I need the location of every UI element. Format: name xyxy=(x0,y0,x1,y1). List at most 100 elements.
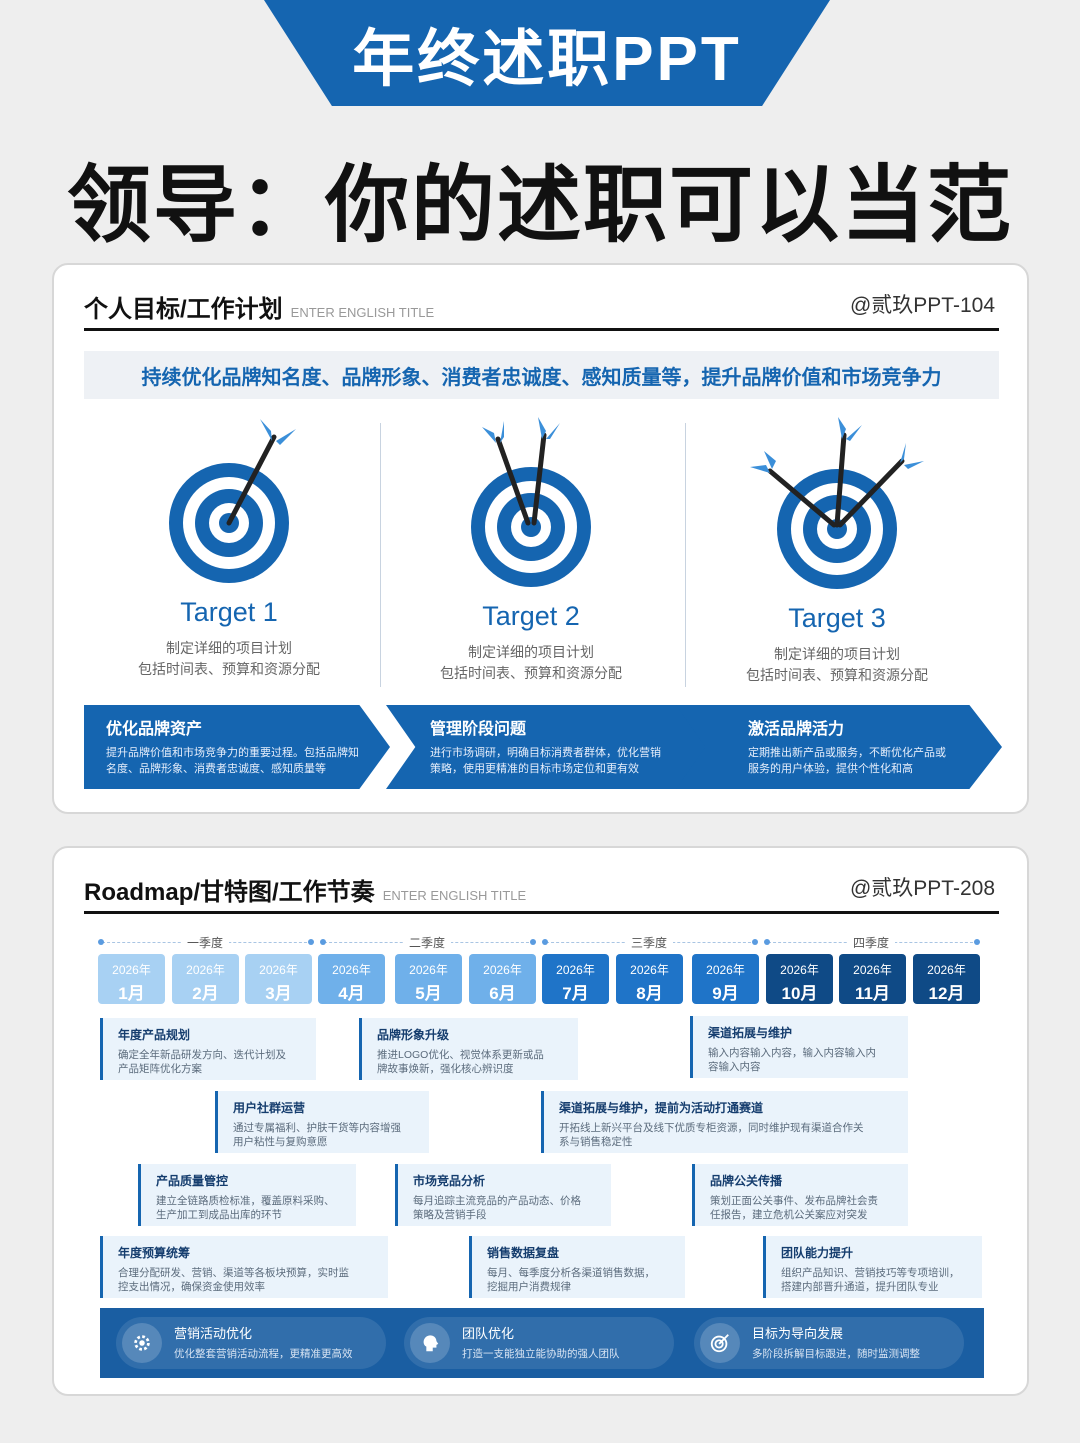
gantt-task: 产品质量管控 建立全链路质检标准，覆盖原料采购、生产加工到成品出库的环节 xyxy=(138,1164,356,1226)
month-label: 12月 xyxy=(928,984,965,1003)
target-one-arrow-icon xyxy=(169,419,296,583)
gear-icon xyxy=(122,1323,162,1363)
month-label: 6月 xyxy=(489,984,516,1003)
month-year: 2026年 xyxy=(706,963,745,977)
gantt-task: 团队能力提升 组织产品知识、营销技巧等专项培训，搭建内部晋升通道，提升团队专业 xyxy=(763,1236,982,1298)
task-title: 品牌形象升级 xyxy=(377,1028,450,1042)
card-personal-goals: 个人目标/工作计划 ENTER ENGLISH TITLE @贰玖PPT-104… xyxy=(52,263,1029,814)
step-desc-line: 服务的用户体验，提供个性化和高 xyxy=(748,763,913,775)
month-label: 2月 xyxy=(192,984,219,1003)
task-title: 团队能力提升 xyxy=(781,1246,854,1260)
task-desc: 组织产品知识、营销技巧等专项培训，搭建内部晋升通道，提升团队专业 xyxy=(781,1267,960,1293)
month-year: 2026年 xyxy=(556,963,595,977)
target-desc-line: 包括时间表、预算和资源分配 xyxy=(440,665,622,681)
gantt-task: 品牌公关传播 策划正面公关事件、发布品牌社会责任报告，建立危机公关案应对突发 xyxy=(692,1164,908,1226)
target-desc-line: 制定详细的项目计划 xyxy=(468,644,594,660)
task-desc: 推进LOGO优化、视觉体系更新或品牌故事焕新，强化核心辨识度 xyxy=(377,1049,544,1075)
month-cell: 2026年 1月 xyxy=(98,954,165,1004)
card-title: Roadmap/甘特图/工作节奏 ENTER ENGLISH TITLE xyxy=(84,872,526,907)
footer-item: 目标为导向发展 多阶段拆解目标跟进，随时监测调整 xyxy=(694,1317,964,1369)
gantt-task: 年度预算统筹 合理分配研发、营销、渠道等各板块预算，实时监控支出情况，确保资金使… xyxy=(100,1236,388,1298)
month-cell: 2026年 8月 xyxy=(616,954,683,1004)
quarter-label: 一季度 xyxy=(180,934,230,951)
month-year: 2026年 xyxy=(112,963,151,977)
target-two-arrows-icon xyxy=(471,417,591,587)
month-cell: 2026年 7月 xyxy=(542,954,609,1004)
target-three-arrows-icon xyxy=(750,417,924,589)
task-title: 市场竞品分析 xyxy=(413,1174,486,1188)
column-divider xyxy=(380,423,381,687)
step-desc-line: 策略，使用更精准的目标市场定位和更有效 xyxy=(430,763,639,775)
step-desc: 提升品牌价值和市场竞争力的重要过程。包括品牌知 名度、品牌形象、消费者忠诚度、感… xyxy=(106,745,390,777)
card-title-text: 个人目标/工作计划 xyxy=(84,296,283,323)
head-profile-icon xyxy=(410,1323,450,1363)
month-year: 2026年 xyxy=(630,963,669,977)
gantt-task: 用户社群运营 通过专属福利、护肤干货等内容增强用户粘性与复购意愿 xyxy=(215,1091,429,1153)
footer-item-desc: 打造一支能独立能协助的强人团队 xyxy=(462,1348,620,1360)
slogan-text: 持续优化品牌知名度、品牌形象、消费者忠诚度、感知质量等，提升品牌价值和市场竞争力 xyxy=(141,366,942,389)
step-desc-line: 进行市场调研，明确目标消费者群体，优化营销 xyxy=(430,747,661,759)
footer-bar: 营销活动优化 优化整套营销活动流程，更精准更高效 团队优化 打造一支能独立能协助… xyxy=(100,1308,984,1378)
month-year: 2026年 xyxy=(780,963,819,977)
quarter-label: 三季度 xyxy=(624,934,674,951)
month-label: 7月 xyxy=(562,984,589,1003)
target-column-1: Target 1 制定详细的项目计划 包括时间表、预算和资源分配 xyxy=(79,415,379,680)
footer-item-desc: 优化整套营销活动流程，更精准更高效 xyxy=(174,1348,353,1360)
task-title: 年度预算统筹 xyxy=(118,1246,191,1260)
month-label: 1月 xyxy=(118,984,145,1003)
step-desc-line: 提升品牌价值和市场竞争力的重要过程。包括品牌知 xyxy=(106,747,359,759)
task-title: 年度产品规划 xyxy=(118,1028,191,1042)
task-title: 销售数据复盘 xyxy=(487,1246,560,1260)
month-year: 2026年 xyxy=(927,963,966,977)
month-label: 8月 xyxy=(636,984,663,1003)
footer-item: 营销活动优化 优化整套营销活动流程，更精准更高效 xyxy=(116,1317,386,1369)
gantt-task: 市场竞品分析 每月追踪主流竞品的产品动态、价格策略及营销手段 xyxy=(395,1164,611,1226)
step-arrow-1: 优化品牌资产 提升品牌价值和市场竞争力的重要过程。包括品牌知 名度、品牌形象、消… xyxy=(84,705,390,789)
step-title: 优化品牌资产 xyxy=(106,721,203,738)
title-rule xyxy=(84,328,999,331)
task-desc: 策划正面公关事件、发布品牌社会责任报告，建立危机公关案应对突发 xyxy=(710,1195,878,1221)
card-subtitle-en: ENTER ENGLISH TITLE xyxy=(382,888,527,903)
task-desc: 每月、每季度分析各渠道销售数据，挖掘用户消费规律 xyxy=(487,1267,655,1293)
task-title: 产品质量管控 xyxy=(156,1174,229,1188)
quarter-dot xyxy=(974,939,980,945)
title-rule xyxy=(84,911,999,914)
quarter-dot xyxy=(752,939,758,945)
month-label: 3月 xyxy=(265,984,292,1003)
task-desc: 每月追踪主流竞品的产品动态、价格策略及营销手段 xyxy=(413,1195,581,1221)
target-name: Target 2 xyxy=(482,601,580,631)
slogan-bar: 持续优化品牌知名度、品牌形象、消费者忠诚度、感知质量等，提升品牌价值和市场竞争力 xyxy=(84,351,999,399)
card-subtitle-en: ENTER ENGLISH TITLE xyxy=(290,305,435,320)
quarter-label: 二季度 xyxy=(402,934,452,951)
target-desc: 制定详细的项目计划 包括时间表、预算和资源分配 xyxy=(687,644,987,686)
quarter-dot xyxy=(98,939,104,945)
task-desc: 确定全年新品研发方向、迭代计划及产品矩阵优化方案 xyxy=(118,1049,286,1075)
target-desc-line: 包括时间表、预算和资源分配 xyxy=(746,667,928,683)
step-desc-line: 定期推出新产品或服务，不断优化产品或 xyxy=(748,747,946,759)
step-title: 管理阶段问题 xyxy=(430,721,527,738)
gantt-task: 年度产品规划 确定全年新品研发方向、迭代计划及产品矩阵优化方案 xyxy=(100,1018,316,1080)
card-title: 个人目标/工作计划 ENTER ENGLISH TITLE xyxy=(84,289,434,324)
target-name: Target 3 xyxy=(788,603,886,633)
card-handle: @贰玖PPT-104 xyxy=(849,294,995,317)
task-title: 用户社群运营 xyxy=(233,1101,306,1115)
footer-item-desc: 多阶段拆解目标跟进，随时监测调整 xyxy=(752,1348,920,1360)
step-desc: 进行市场调研，明确目标消费者群体，优化营销 策略，使用更精准的目标市场定位和更有… xyxy=(430,745,712,777)
task-desc: 合理分配研发、营销、渠道等各板块预算，实时监控支出情况，确保资金使用效率 xyxy=(118,1267,349,1293)
card-handle: @贰玖PPT-208 xyxy=(849,877,995,900)
quarter-dot xyxy=(530,939,536,945)
footer-item-title: 团队优化 xyxy=(462,1326,515,1341)
gantt-task: 渠道拓展与维护，提前为活动打通赛道 开拓线上新兴平台及线下优质专柜资源，同时维护… xyxy=(541,1091,908,1153)
gantt-task: 渠道拓展与维护 输入内容输入内容，输入内容输入内容输入内容 xyxy=(690,1016,908,1078)
target-desc-line: 包括时间表、预算和资源分配 xyxy=(138,661,320,677)
target-column-2: Target 2 制定详细的项目计划 包括时间表、预算和资源分配 xyxy=(381,415,681,684)
header-banner: 年终述职PPT xyxy=(264,0,830,106)
month-year: 2026年 xyxy=(259,963,298,977)
card-title-text: Roadmap/甘特图/工作节奏 xyxy=(84,879,375,906)
month-year: 2026年 xyxy=(409,963,448,977)
target-desc: 制定详细的项目计划 包括时间表、预算和资源分配 xyxy=(79,638,379,680)
